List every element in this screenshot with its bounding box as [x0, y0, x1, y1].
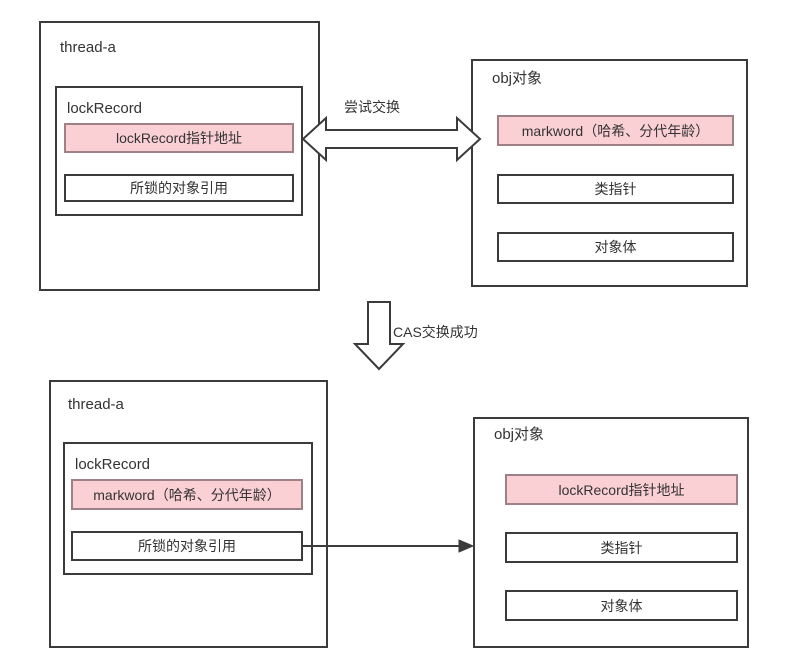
top-right-row-0-text: markword（哈希、分代年龄） — [521, 122, 710, 139]
top-right-row-1-text: 类指针 — [594, 181, 637, 197]
top-right-object-label: obj对象 — [492, 70, 543, 87]
bottom-right-row-1: 类指针 — [505, 532, 738, 563]
cas-success-label: CAS交换成功 — [393, 324, 478, 340]
top-right-row-2: 对象体 — [497, 232, 734, 262]
object-reference-arrow-head — [458, 539, 475, 553]
top-left-lockrecord-label: lockRecord — [67, 100, 143, 117]
top-right-row-0: markword（哈希、分代年龄） — [497, 115, 734, 146]
top-right-row-1: 类指针 — [497, 174, 734, 204]
bottom-left-row-1-text: 所锁的对象引用 — [138, 538, 236, 554]
bottom-left-lockrecord-label: lockRecord — [75, 456, 151, 473]
top-right-row-2-text: 对象体 — [594, 239, 637, 255]
bottom-right-object-label: obj对象 — [494, 426, 545, 443]
bottom-right-row-0: lockRecord指针地址 — [505, 474, 738, 505]
bottom-right-row-0-text: lockRecord指针地址 — [558, 481, 685, 498]
top-left-row-0: lockRecord指针地址 — [64, 123, 294, 153]
bottom-left-row-0: markword（哈希、分代年龄） — [71, 479, 303, 510]
bottom-left-row-1: 所锁的对象引用 — [71, 531, 303, 561]
top-left-thread-label: thread-a — [60, 39, 116, 56]
double-headed-exchange-arrow — [301, 115, 482, 163]
top-left-row-0-text: lockRecord指针地址 — [115, 130, 243, 146]
bottom-left-thread-label: thread-a — [68, 396, 124, 413]
try-swap-label: 尝试交换 — [344, 99, 400, 115]
bottom-left-row-0-text: markword（哈希、分代年龄） — [93, 486, 281, 503]
bottom-right-row-2-text: 对象体 — [600, 597, 643, 614]
bottom-right-row-2: 对象体 — [505, 590, 738, 621]
top-left-row-1-text: 所锁的对象引用 — [130, 180, 228, 196]
bottom-right-row-1-text: 类指针 — [600, 539, 643, 556]
top-left-row-1: 所锁的对象引用 — [64, 174, 294, 202]
